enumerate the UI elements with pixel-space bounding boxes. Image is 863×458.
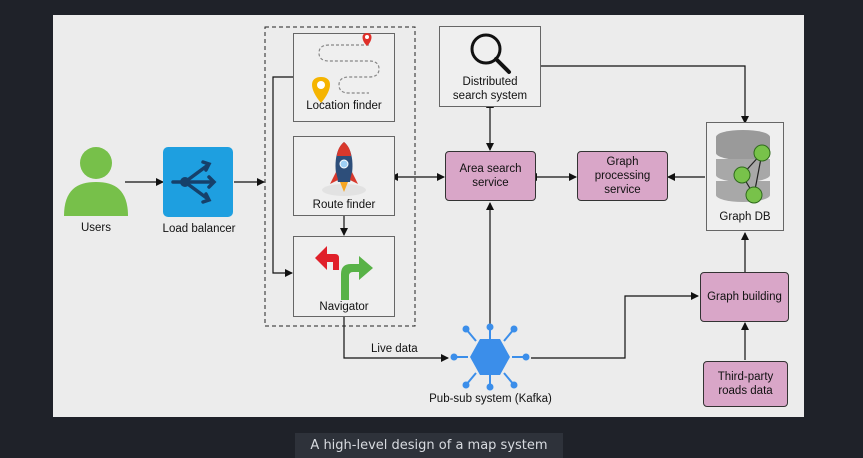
area-search-label: Area search service bbox=[459, 163, 522, 189]
edge-pubsub-graphbuilding bbox=[531, 292, 699, 359]
rocket-icon bbox=[322, 142, 366, 196]
connectors bbox=[125, 26, 749, 362]
edge-location-navigator bbox=[272, 76, 293, 277]
location-finder-node: Location finder bbox=[293, 32, 395, 122]
third-party-label: Third-party roads data bbox=[717, 371, 774, 397]
live-data-label: Live data bbox=[371, 343, 418, 355]
graph-processing-service: Graph processing service bbox=[577, 151, 668, 201]
graph-db-label: Graph DB bbox=[719, 211, 771, 223]
distributed-search-node: Distributed search system bbox=[439, 26, 541, 107]
third-party-roads-data: Third-party roads data bbox=[703, 361, 788, 407]
route-finder-label: Route finder bbox=[312, 199, 376, 211]
graph-db-node: Graph DB bbox=[706, 122, 784, 231]
load-balancer-label: Load balancer bbox=[162, 223, 236, 235]
user-icon bbox=[64, 147, 128, 216]
area-search-service: Area search service bbox=[445, 151, 536, 201]
graph-building-label: Graph building bbox=[707, 291, 782, 303]
edge-dsearch-gdb bbox=[541, 65, 749, 124]
distributed-search-label: Distributed search system bbox=[452, 75, 528, 102]
map-system-diagram: Users Load balancer Location finder bbox=[53, 15, 804, 417]
edge-navigator-pubsub bbox=[343, 317, 449, 362]
route-finder-node: Route finder bbox=[293, 136, 395, 216]
navigator-label: Navigator bbox=[319, 300, 369, 313]
turn-arrows-icon bbox=[315, 245, 373, 300]
navigator-node: Navigator bbox=[293, 236, 395, 317]
pubsub-label: Pub-sub system (Kafka) bbox=[429, 393, 552, 405]
magnifier-icon bbox=[470, 33, 511, 74]
location-finder-label: Location finder bbox=[306, 99, 382, 112]
load-balancer-icon bbox=[163, 147, 233, 217]
graph-building-service: Graph building bbox=[700, 272, 789, 322]
graph-database-icon bbox=[716, 130, 771, 204]
figure-caption: A high-level design of a map system bbox=[295, 433, 563, 458]
map-pins-icon bbox=[312, 32, 380, 103]
users-label: Users bbox=[80, 222, 112, 234]
kafka-hexagon-icon bbox=[450, 323, 530, 391]
graph-processing-label: Graph processing service bbox=[594, 156, 651, 196]
